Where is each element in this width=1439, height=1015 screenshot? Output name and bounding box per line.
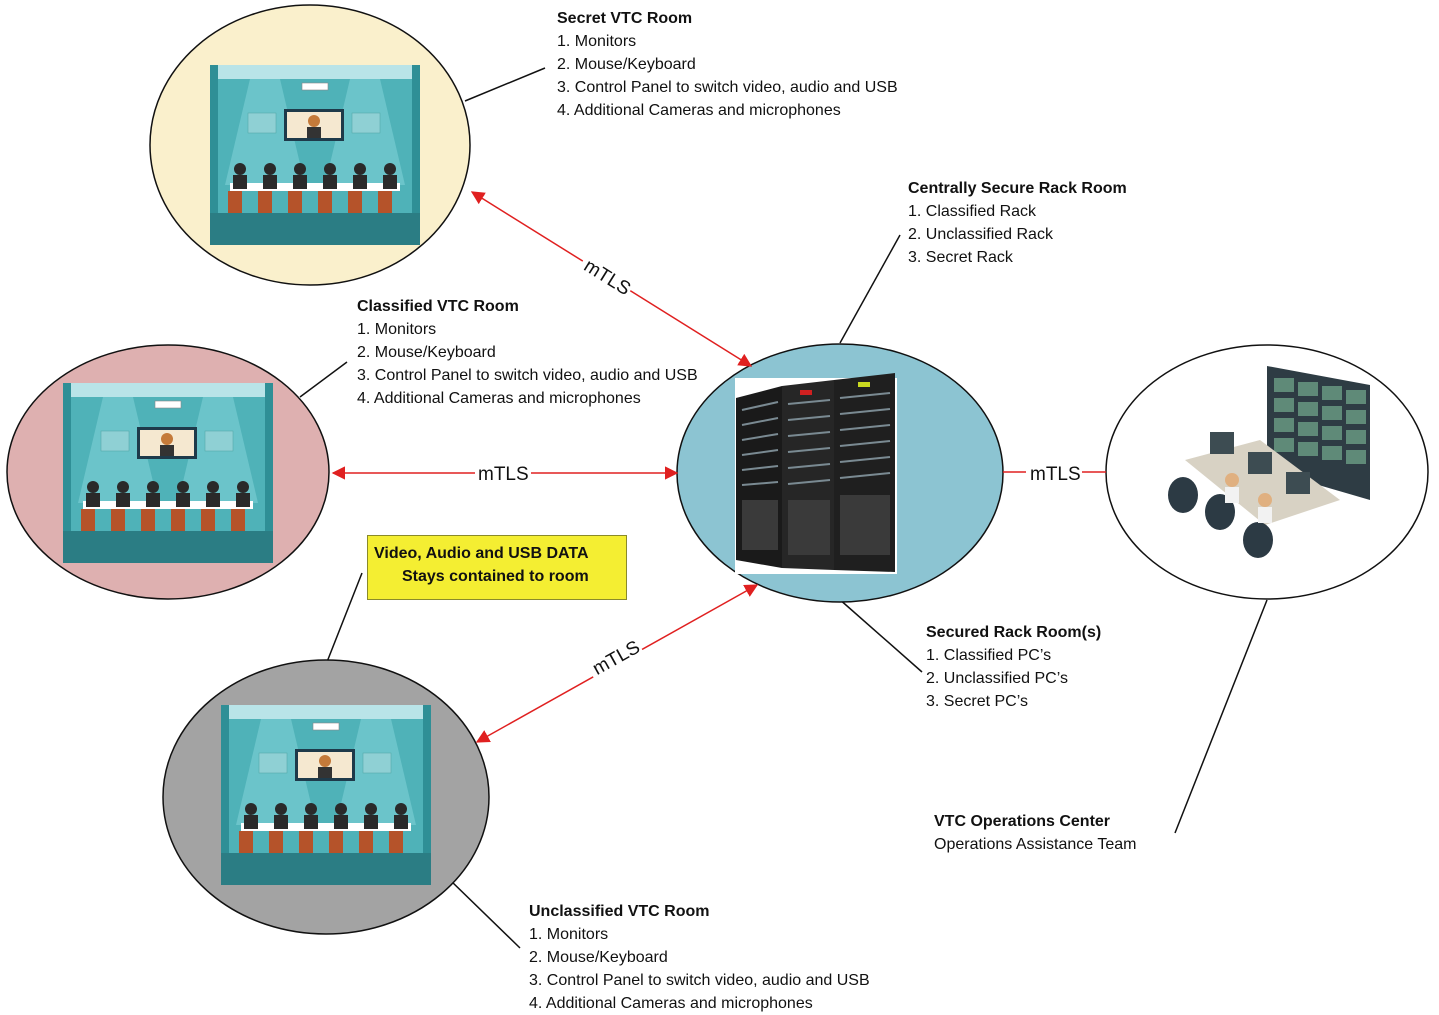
list-item: 3. Control Panel to switch video, audio …	[557, 79, 898, 96]
rack-room-connector	[839, 234, 901, 344]
callout-line-2: Stays contained to room	[402, 568, 589, 585]
callout-line-1: Video, Audio and USB DATA	[374, 545, 589, 562]
conference-room-image	[62, 383, 274, 563]
list-item: 1. Monitors	[357, 321, 437, 338]
unclassified-vtc-room-node	[162, 659, 490, 935]
operations-center-image	[1168, 366, 1370, 558]
list-item: 4. Additional Cameras and microphones	[557, 102, 841, 119]
list-item: 1. Classified Rack	[908, 203, 1037, 220]
ops-mtls-label: mTLS	[1030, 464, 1081, 485]
classified-room-title: Classified VTC Room	[357, 298, 519, 315]
list-item: 1. Monitors	[557, 33, 637, 50]
secret-room-connector	[464, 67, 546, 102]
classified-vtc-room-node	[6, 344, 330, 600]
list-item: 3. Secret Rack	[908, 249, 1013, 266]
unclassified-room-label: Unclassified VTC Room 1. Monitors 2. Mou…	[529, 900, 870, 1015]
secured-rack-rooms-label: Secured Rack Room(s) 1. Classified PC’s …	[926, 621, 1101, 713]
conference-room-image	[220, 705, 432, 885]
classified-mtls-label: mTLS	[478, 464, 529, 485]
secret-room-title: Secret VTC Room	[557, 10, 693, 27]
secured-rack-rooms-title: Secured Rack Room(s)	[926, 624, 1102, 641]
secret-room-label: Secret VTC Room 1. Monitors 2. Mouse/Key…	[557, 7, 898, 122]
rack-room-label: Centrally Secure Rack Room 1. Classified…	[908, 177, 1127, 269]
list-item: 2. Mouse/Keyboard	[557, 56, 696, 73]
classified-room-connector	[299, 361, 348, 398]
list-item: 2. Mouse/Keyboard	[357, 344, 496, 361]
data-containment-callout: Video, Audio and USB DATA Stays containe…	[367, 535, 627, 600]
conference-room-image	[210, 65, 420, 245]
list-item: 4. Additional Cameras and microphones	[529, 995, 813, 1012]
list-item: 2. Unclassified PC’s	[926, 670, 1068, 687]
list-item: 3. Secret PC’s	[926, 693, 1028, 710]
unclassified-room-title: Unclassified VTC Room	[529, 903, 710, 920]
list-item: 2. Unclassified Rack	[908, 226, 1053, 243]
ops-center-title: VTC Operations Center	[934, 813, 1111, 830]
rack-room-title: Centrally Secure Rack Room	[908, 180, 1127, 197]
list-item: 3. Control Panel to switch video, audio …	[357, 367, 698, 384]
operations-center-node	[1105, 344, 1429, 600]
list-item: 1. Classified PC’s	[926, 647, 1052, 664]
ops-center-subtitle: Operations Assistance Team	[934, 836, 1137, 853]
list-item: 4. Additional Cameras and microphones	[357, 390, 641, 407]
rack-room-node	[676, 343, 1004, 603]
ops-center-connector	[1174, 599, 1268, 834]
list-item: 1. Monitors	[529, 926, 609, 943]
ops-center-label: VTC Operations Center Operations Assista…	[934, 810, 1136, 856]
list-item: 3. Control Panel to switch video, audio …	[529, 972, 870, 989]
classified-room-label: Classified VTC Room 1. Monitors 2. Mouse…	[357, 295, 698, 410]
secured-rack-rooms-connector	[837, 597, 923, 673]
unclassified-room-connector	[449, 879, 521, 949]
server-rack-image	[735, 373, 897, 574]
callout-connector	[324, 572, 363, 668]
list-item: 2. Mouse/Keyboard	[529, 949, 668, 966]
secret-vtc-room-node	[149, 4, 471, 286]
